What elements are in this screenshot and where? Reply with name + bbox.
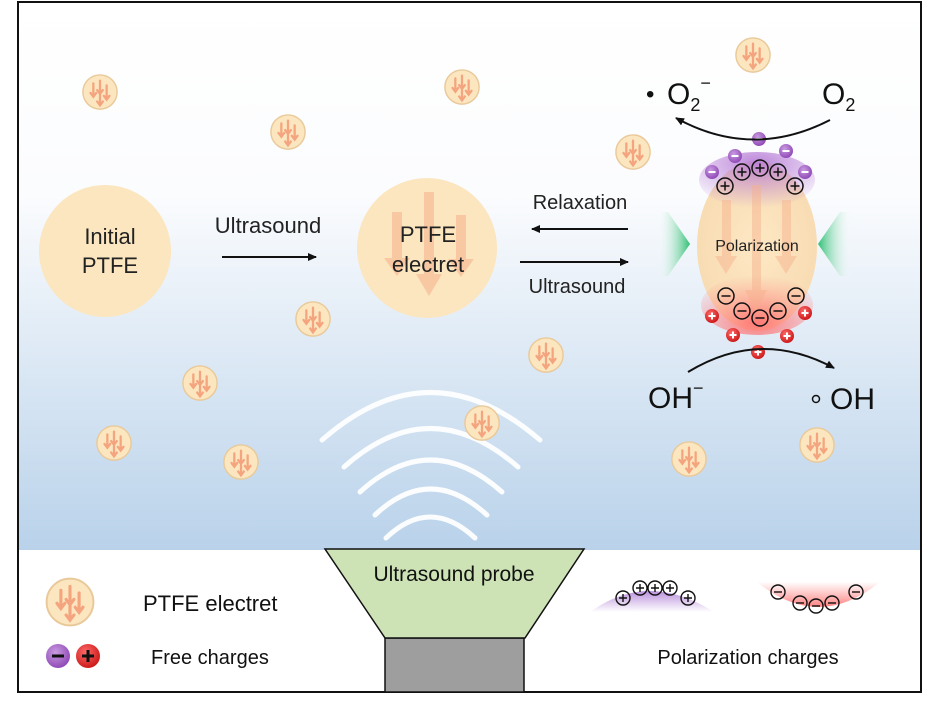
probe-handle: [384, 637, 525, 693]
particle-icon: [670, 440, 708, 478]
oxygen-reduction-arrow: [675, 117, 831, 141]
bottom-polarization-charges: [717, 287, 805, 327]
superoxide-dot: •: [646, 81, 654, 108]
legend-positive-cap: [590, 591, 714, 612]
particle-icon: [81, 73, 119, 111]
particle-icon: [734, 36, 772, 74]
particle-icon: [443, 68, 481, 106]
probe-head: [323, 548, 586, 639]
legend-negative-cap: [757, 582, 880, 607]
initial-ptfe-circle: [39, 185, 171, 317]
legend-polarization-charges-label: Polarization charges: [657, 647, 838, 669]
particle-icon: [269, 113, 307, 151]
superoxide-label: O2−: [667, 73, 711, 115]
polarization-label: Polarization: [715, 238, 799, 255]
particle-icon: [222, 443, 260, 481]
top-polarization-charges: [716, 159, 804, 195]
legend-electret-label: PTFE electret: [143, 591, 277, 616]
legend-free-charges-label: Free charges: [151, 647, 269, 669]
legend-negative-polarization-charges: [770, 584, 864, 614]
hydroxyl-label: OH: [830, 383, 875, 416]
particle-icon: [294, 300, 332, 338]
electret-label-line1: PTFE: [400, 222, 456, 247]
ultrasound-waves: [319, 390, 543, 541]
ultrasound-forward-label: Ultrasound: [529, 276, 626, 298]
left-compression-arrow: [657, 212, 690, 276]
particle-icon: [463, 404, 501, 442]
probe-label: Ultrasound probe: [373, 563, 534, 586]
hydroxide-label: OH−: [648, 378, 704, 415]
initial-ptfe-label-line1: Initial: [84, 224, 135, 249]
particle-icon: [614, 133, 652, 171]
particle-icon: [798, 426, 836, 464]
free-positive-charges: [705, 306, 812, 359]
legend-positive-polarization-charges: [615, 580, 696, 606]
electret-label-line2: electret: [392, 252, 464, 277]
legend-negative-charge-icon: [46, 644, 70, 668]
step1-arrow-label: Ultrasound: [215, 213, 321, 238]
legend-particle-icon: [45, 577, 95, 627]
right-compression-arrow: [818, 212, 852, 276]
legend-positive-charge-icon: [76, 644, 100, 668]
particle-icon: [527, 336, 565, 374]
relaxation-label: Relaxation: [533, 192, 628, 214]
oxygen-label: O2: [822, 78, 855, 115]
ptfe-electret-particle: [357, 178, 497, 318]
particle-icon: [95, 424, 133, 462]
radical-dot: [811, 394, 821, 404]
initial-ptfe-label-line2: PTFE: [82, 253, 138, 278]
hydroxide-oxidation-arrow: [687, 347, 835, 373]
particle-icon: [181, 364, 219, 402]
